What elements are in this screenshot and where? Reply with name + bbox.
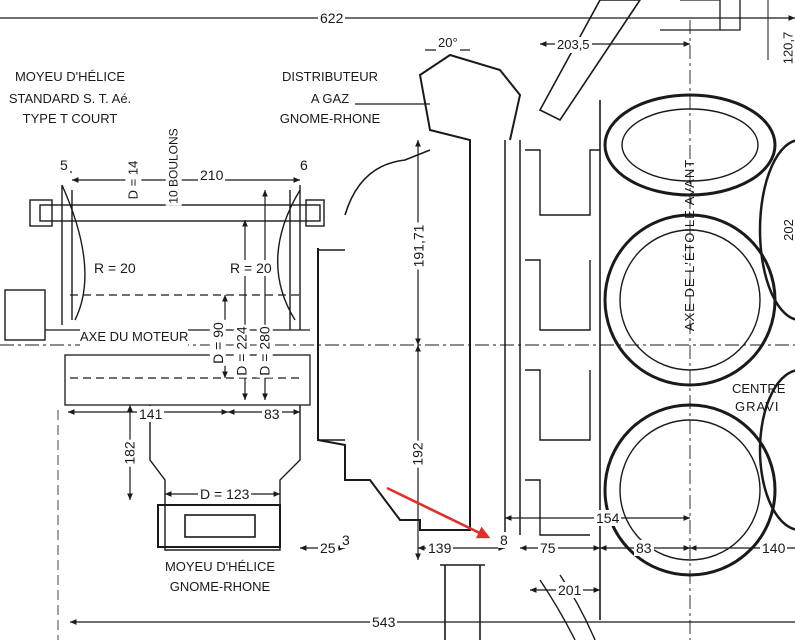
gnome-hub-profile xyxy=(149,405,301,551)
centre-label: CENTRE xyxy=(732,381,786,396)
bottom-pipe xyxy=(440,564,485,640)
dim-r20-left: R = 20 xyxy=(92,260,138,276)
dim-210: 210 xyxy=(198,167,226,183)
dim-5: 5 xyxy=(58,157,70,173)
bolt-nut-right xyxy=(305,199,325,227)
gnome-hub-base xyxy=(157,504,281,548)
dim-203: 203,5 xyxy=(555,37,592,53)
moyeu-standard-label-3: TYPE T COURT xyxy=(22,111,118,126)
dim-622: 622 xyxy=(318,10,346,26)
hub-bolt xyxy=(39,204,321,222)
dim-182: 182 xyxy=(121,439,138,467)
intake-pipe xyxy=(538,0,641,122)
dim-3: 3 xyxy=(340,532,352,548)
hub-right-flange xyxy=(276,185,301,330)
dim-139: 139 xyxy=(426,540,454,556)
dim-154: 154 xyxy=(594,510,622,526)
distributeur-label-3: GNOME-RHONE xyxy=(279,111,381,126)
dim-141: 141 xyxy=(137,406,165,422)
dim-202: 202 xyxy=(780,217,795,243)
axe-etoile-label: AXE DE L'ÉTOILE AVANT xyxy=(682,158,697,332)
hub-shaft-left xyxy=(4,289,46,341)
distributeur-label-1: DISTRIBUTEUR xyxy=(281,69,379,84)
dim-d280: D = 280 xyxy=(256,324,273,378)
dim-r20-right: R = 20 xyxy=(228,260,274,276)
dim-201: 201 xyxy=(556,582,584,598)
hub-body-lower xyxy=(64,354,311,406)
cylinder-right-top xyxy=(758,139,795,321)
moyeu-gnome-label-2: GNOME-RHONE xyxy=(169,579,271,594)
dim-d90: D = 90 xyxy=(209,320,226,366)
axe-moteur-label: AXE DU MOTEUR xyxy=(80,328,189,346)
cylinder-right-bottom xyxy=(758,369,795,531)
dim-83-right: 83 xyxy=(634,540,654,556)
dim-75: 75 xyxy=(538,540,558,556)
moyeu-standard-label-2: STANDARD S. T. Aé. xyxy=(8,91,132,106)
crankcase xyxy=(504,140,521,535)
dim-140: 140 xyxy=(760,540,788,556)
dim-192: 192 xyxy=(409,440,426,468)
dim-bolts: 10 BOULONS xyxy=(165,126,182,206)
dim-angle: 20° xyxy=(436,35,460,51)
dim-120: 120,7 xyxy=(780,29,795,67)
annotation-arrow xyxy=(386,486,491,539)
front-case xyxy=(317,53,522,531)
hub-left-flange xyxy=(61,184,86,325)
dim-83-left: 83 xyxy=(262,406,282,422)
distributeur-label-2: A GAZ xyxy=(310,91,350,106)
dim-d224: D = 224 xyxy=(233,324,250,378)
moyeu-standard-label-1: MOYEU D'HÉLICE xyxy=(14,69,126,84)
bolt-nut-left xyxy=(29,199,53,227)
moyeu-gnome-label-1: MOYEU D'HÉLICE xyxy=(164,559,276,574)
dim-d123: D = 123 xyxy=(198,486,252,502)
dim-543: 543 xyxy=(370,614,398,630)
dim-8: 8 xyxy=(498,532,510,548)
gravite-label: GRAVI xyxy=(735,399,780,414)
dim-6: 6 xyxy=(298,157,310,173)
dim-25: 25 xyxy=(318,540,338,556)
dim-d14: D = 14 xyxy=(125,158,142,202)
dim-191: 191,71 xyxy=(410,222,427,270)
